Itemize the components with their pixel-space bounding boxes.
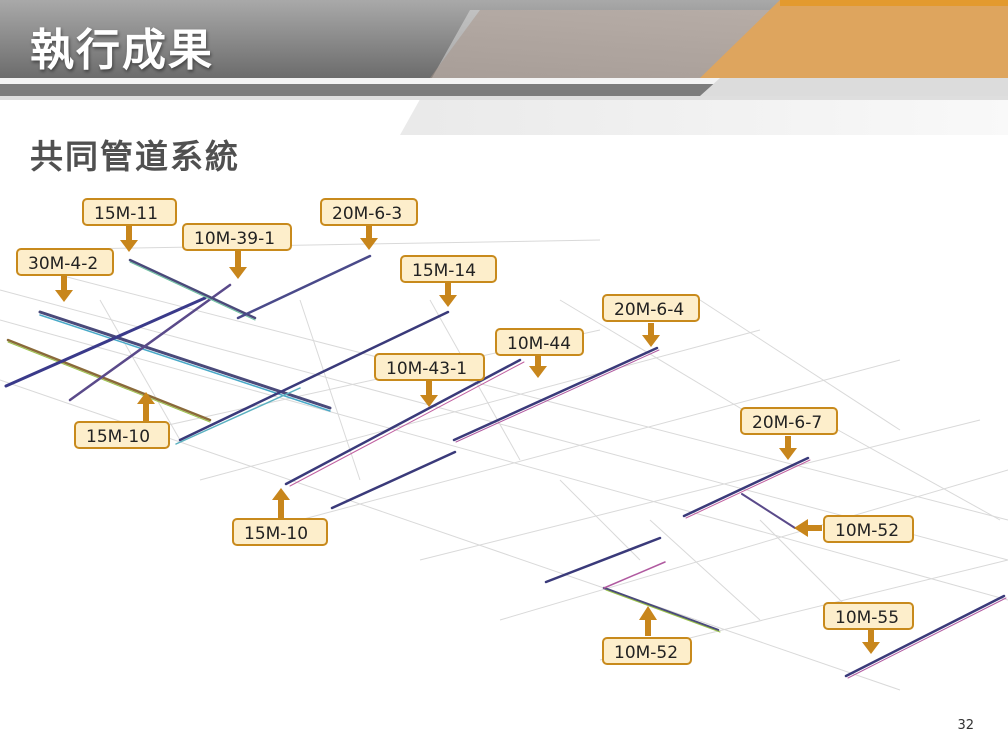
segment-label-10m-52-b: 10M-52 — [602, 637, 692, 665]
page-title: 執行成果 — [30, 25, 214, 76]
segment-label-15m-14: 15M-14 — [400, 255, 497, 283]
segment-label-15m-10-b: 15M-10 — [232, 518, 328, 546]
segment-label-30m-4-2: 30M-4-2 — [16, 248, 114, 276]
segment-label-10m-43-1: 10M-43-1 — [374, 353, 485, 381]
header-banner — [0, 0, 1008, 135]
section-subtitle: 共同管道系統 — [30, 137, 240, 176]
segment-label-15m-10-a: 15M-10 — [74, 421, 170, 449]
segment-label-20m-6-7: 20M-6-7 — [740, 407, 838, 435]
pointer-arrows — [55, 226, 880, 654]
segment-label-10m-44: 10M-44 — [495, 328, 584, 356]
segment-label-15m-11: 15M-11 — [82, 198, 177, 226]
segment-label-10m-39-1: 10M-39-1 — [182, 223, 292, 251]
page-number: 32 — [957, 718, 974, 733]
segment-label-10m-52-a: 10M-52 — [823, 515, 914, 543]
pipeline-segments — [4, 254, 1007, 679]
segment-label-20m-6-3: 20M-6-3 — [320, 198, 418, 226]
street-grid — [0, 239, 1008, 691]
segment-label-20m-6-4: 20M-6-4 — [602, 294, 700, 322]
segment-label-10m-55: 10M-55 — [823, 602, 914, 630]
pipeline-map — [0, 226, 1008, 691]
